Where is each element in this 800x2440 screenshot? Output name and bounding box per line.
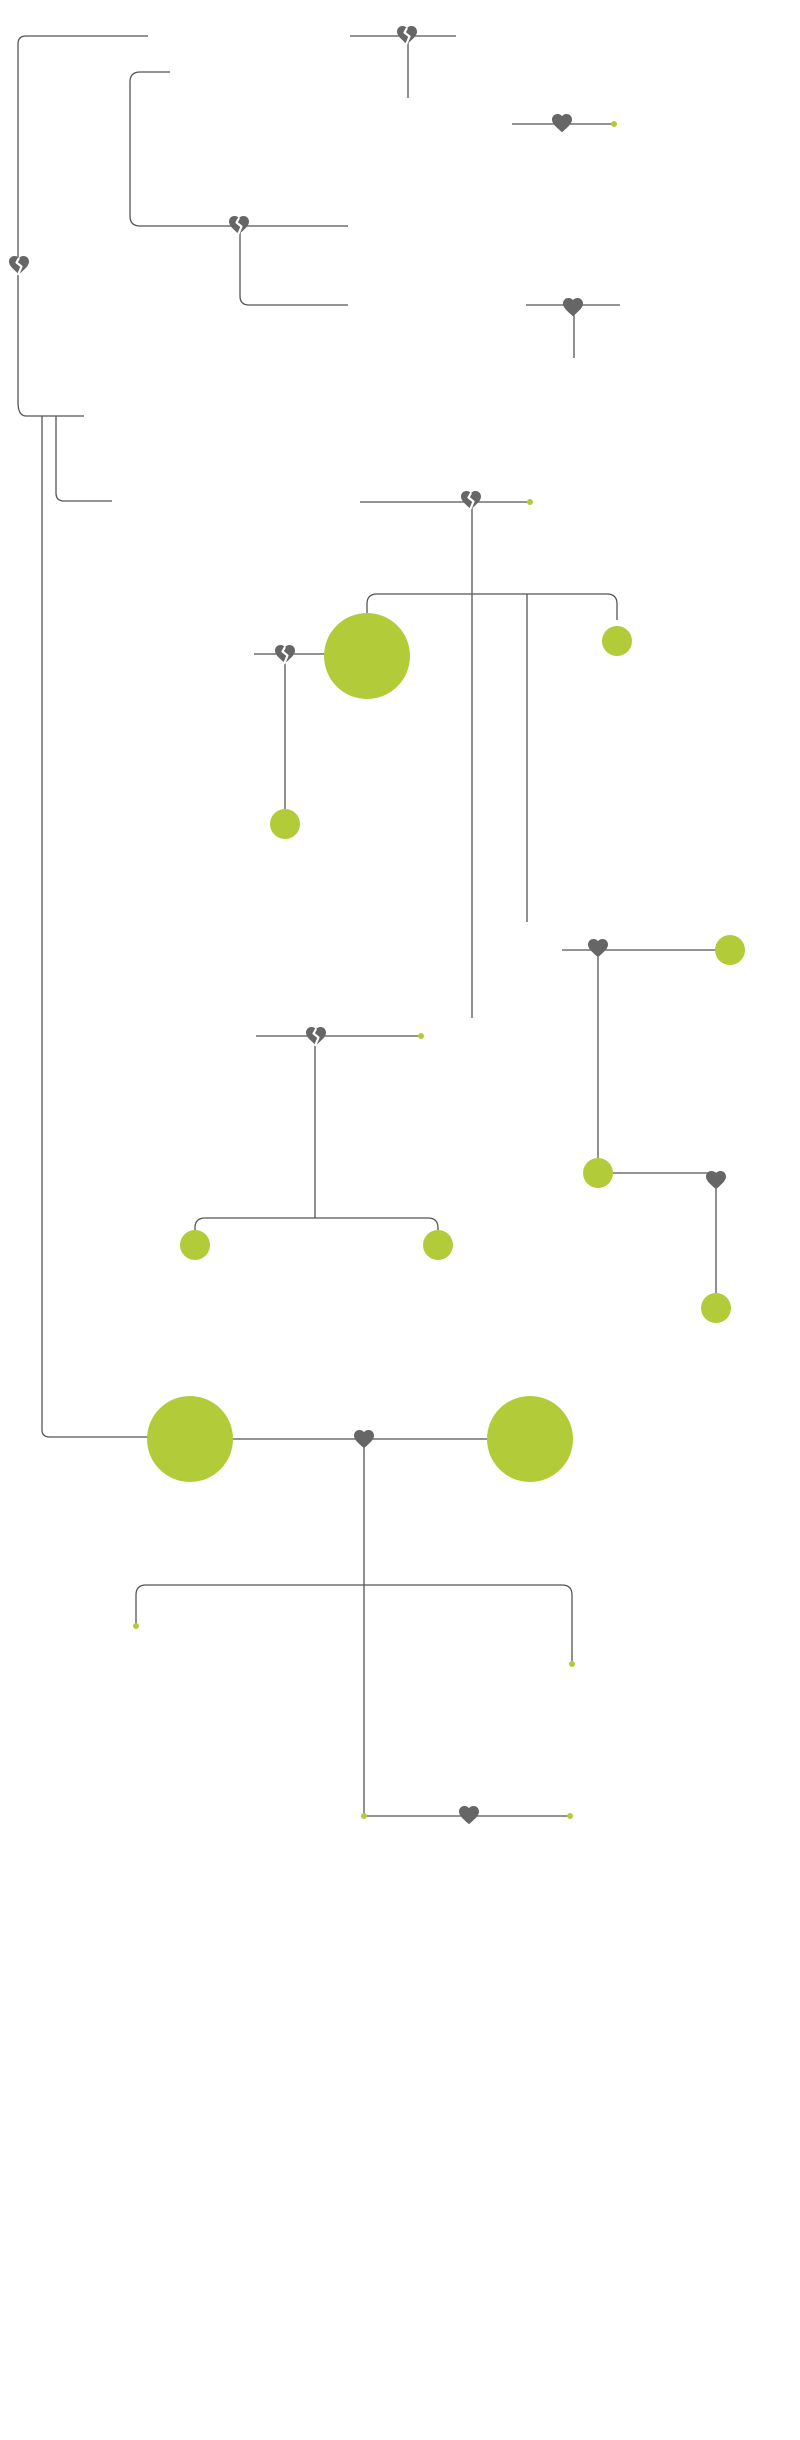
heart-icon-shape [706,1171,726,1190]
break-line [467,492,475,511]
heart-icon-shape [563,298,583,317]
person-node-tiny[interactable] [569,1661,575,1667]
heart-icon[interactable] [354,1430,374,1449]
person-node-small[interactable] [715,935,745,965]
broken-heart-icon[interactable] [9,256,29,276]
person-node-small[interactable] [180,1230,210,1260]
break-line [235,217,243,236]
link-u11-children [194,1217,439,1245]
person-node-small[interactable] [602,626,632,656]
person-node-large[interactable] [147,1396,233,1482]
person-node-tiny[interactable] [361,1813,367,1819]
person-node-tiny[interactable] [611,121,617,127]
broken-heart-icon[interactable] [397,26,417,46]
link-u2-children [129,71,348,227]
broken-heart-icon[interactable] [275,645,295,665]
person-node-small[interactable] [701,1293,731,1323]
connector-lines [17,35,730,1817]
person-node-small[interactable] [583,1158,613,1188]
link-u12-children [135,1584,573,1664]
heart-icon-shape [459,1806,479,1825]
person-node-tiny[interactable] [133,1623,139,1629]
heart-icon[interactable] [706,1171,726,1190]
heart-icon[interactable] [459,1806,479,1825]
link-u7-children [366,593,618,620]
person-node-large[interactable] [487,1396,573,1482]
heart-icon[interactable] [552,114,572,133]
heart-icon[interactable] [563,298,583,317]
broken-heart-icon[interactable] [461,491,481,511]
person-nodes [133,121,745,1819]
person-node-large[interactable] [324,613,410,699]
union-nodes [9,26,726,1825]
link-root-upper [17,35,148,417]
broken-heart-icon[interactable] [306,1027,326,1047]
person-node-small[interactable] [423,1230,453,1260]
break-line [15,257,23,276]
person-node-tiny[interactable] [527,499,533,505]
link-root-lower [41,416,148,1438]
heart-icon-shape [354,1430,374,1449]
break-line [281,646,289,665]
link-u3-branch [55,416,112,502]
broken-heart-icon[interactable] [229,216,249,236]
break-line [403,27,411,46]
heart-icon-shape [588,939,608,958]
person-node-small[interactable] [270,809,300,839]
heart-icon[interactable] [588,939,608,958]
break-line [312,1028,320,1047]
person-node-tiny[interactable] [567,1813,573,1819]
person-node-tiny[interactable] [418,1033,424,1039]
heart-icon-shape [552,114,572,133]
link-u2-down [239,226,348,306]
